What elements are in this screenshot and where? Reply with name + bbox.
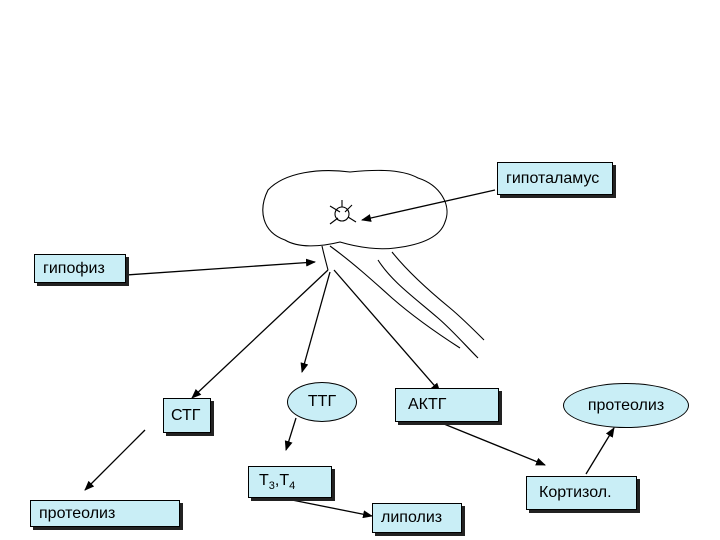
t3-t4-box: Т3,Т4 [248,466,332,498]
aktg-label: АКТГ [408,396,447,413]
stg-box: СТГ [163,398,211,433]
arrow-ttg-t3t4 [284,417,297,451]
arrow-to-ttg [300,271,331,373]
proteolysis-bottom-label: протеолиз [39,504,116,522]
arrow-cortisol-proteolysis [585,427,615,475]
proteolysis-top-label: протеолиз [587,396,665,414]
cortisol-box: Кортизол. [526,476,637,510]
connection-arrows [84,189,615,519]
hypothalamus-label: гипоталамус [506,169,600,187]
arrow-pituitary [125,258,316,276]
ttg-label: ТТГ [307,393,337,410]
lipolysis-box: липолиз [372,503,462,533]
arrow-stg-proteolysis [84,429,146,491]
stg-label: СТГ [171,406,201,424]
pituitary-label: гипофиз [43,259,105,277]
aktg-box: АКТГ [395,388,499,422]
arrow-aktg-cortisol [443,423,546,466]
pituitary-box: гипофиз [34,254,126,283]
cortisol-label: Кортизол. [539,484,612,501]
arrow-to-stg [191,269,329,399]
arrow-to-aktg [333,269,441,393]
t3-t4-label: Т3,Т4 [259,471,296,493]
proteolysis-top-ellipse: протеолиз [563,383,689,428]
arrow-t3t4-lipolysis [291,499,373,519]
hypothalamus-box: гипоталамус [497,162,613,195]
ttg-ellipse: ТТГ [287,382,357,422]
lipolysis-label: липолиз [381,509,443,526]
arrow-hypothalamus [361,189,496,222]
proteolysis-bottom-box: протеолиз [30,500,180,527]
brain-illustration-icon [262,169,485,359]
